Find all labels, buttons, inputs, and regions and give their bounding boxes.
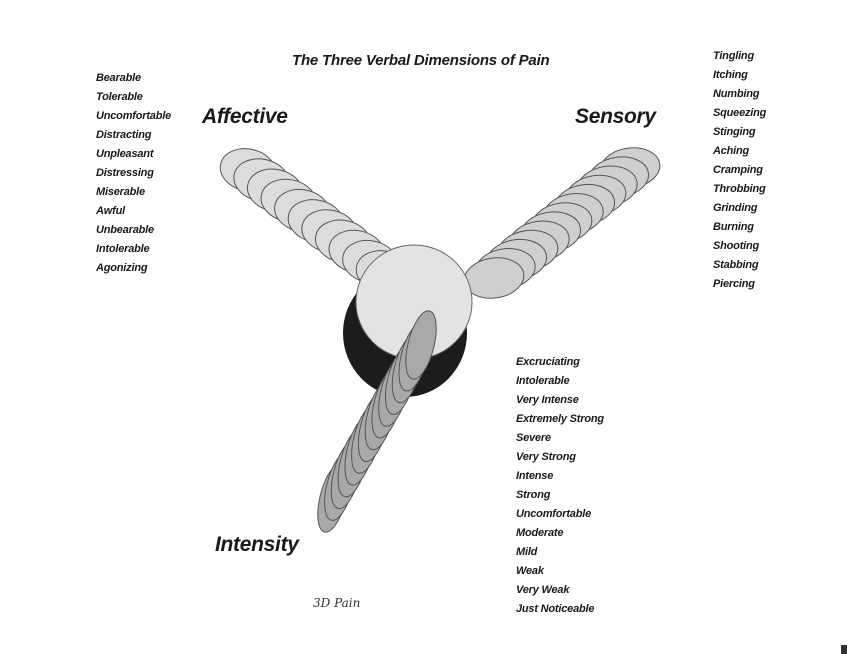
intensity-word: Weak [516, 565, 544, 577]
intensity-word: Moderate [516, 527, 564, 539]
affective-word: Bearable [96, 72, 141, 84]
intensity-word: Mild [516, 546, 538, 558]
sensory-word: Squeezing [713, 107, 767, 119]
intensity-word: Very Weak [516, 584, 570, 596]
sensory-word: Itching [713, 69, 748, 81]
intensity-word: Excruciating [516, 356, 580, 368]
intensity-word: Very Intense [516, 394, 579, 406]
sensory-arm [463, 147, 661, 299]
intensity-segment [405, 310, 437, 380]
sensory-word: Burning [713, 221, 754, 233]
sensory-word: Throbbing [713, 183, 766, 195]
sensory-word: Stabbing [713, 259, 759, 271]
intensity-arm [317, 310, 437, 533]
intensity-label: Intensity [215, 533, 299, 556]
sensory-word-list: Tingling Itching Numbing Squeezing Sting… [713, 47, 766, 294]
intensity-word-list: Excruciating Intolerable Very Intense Ex… [516, 353, 604, 619]
affective-word: Unpleasant [96, 148, 154, 160]
intensity-word: Severe [516, 432, 551, 444]
affective-word: Uncomfortable [96, 110, 172, 122]
affective-word: Awful [96, 205, 125, 217]
affective-word-list: Bearable Tolerable Uncomfortable Distrac… [96, 69, 171, 278]
handwritten-note: 3D Pain [313, 596, 361, 610]
sensory-word: Aching [713, 145, 750, 157]
scan-corner-mark [841, 645, 847, 654]
intensity-word: Strong [516, 489, 551, 501]
diagram-title: The Three Verbal Dimensions of Pain [292, 52, 550, 69]
affective-word: Unbearable [96, 224, 154, 236]
intensity-word: Uncomfortable [516, 508, 592, 520]
sensory-word: Stinging [713, 126, 756, 138]
affective-word: Distracting [96, 129, 152, 141]
affective-word: Miserable [96, 186, 145, 198]
sensory-word: Piercing [713, 278, 755, 290]
intensity-word: Intolerable [516, 375, 570, 387]
sensory-word: Numbing [713, 88, 760, 100]
sensory-word: Shooting [713, 240, 760, 252]
intensity-word: Intense [516, 470, 554, 482]
affective-word: Agonizing [96, 262, 148, 274]
affective-word: Distressing [96, 167, 154, 179]
affective-word: Tolerable [96, 91, 143, 103]
intensity-word: Just Noticeable [516, 603, 595, 615]
sensory-word: Tingling [713, 50, 754, 62]
sensory-word: Cramping [713, 164, 763, 176]
intensity-word: Very Strong [516, 451, 576, 463]
sensory-label: Sensory [575, 105, 656, 128]
intensity-word: Extremely Strong [516, 413, 604, 425]
affective-word: Intolerable [96, 243, 150, 255]
sensory-word: Grinding [713, 202, 758, 214]
affective-label: Affective [202, 105, 288, 128]
